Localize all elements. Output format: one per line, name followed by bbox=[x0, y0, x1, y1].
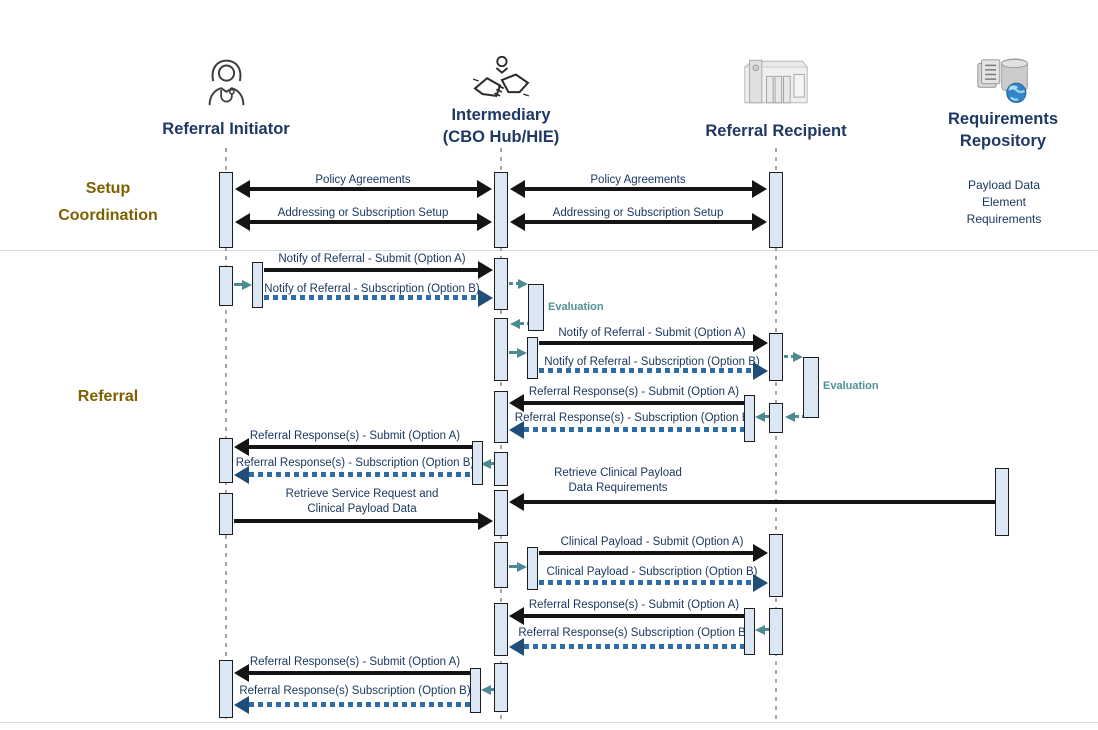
evaluation-request-arrow bbox=[784, 355, 793, 358]
actor-label-intermediary: Intermediary bbox=[451, 106, 551, 124]
addressing-setup-arrow bbox=[525, 220, 752, 224]
activation-box bbox=[769, 608, 783, 655]
section-separator bbox=[0, 250, 1098, 251]
payload-data-note: Payload Data Element Requirements bbox=[966, 178, 1042, 226]
activation-box bbox=[494, 172, 508, 248]
building-icon bbox=[744, 59, 808, 104]
evaluation-box bbox=[803, 357, 819, 418]
activation-box bbox=[219, 172, 233, 248]
message-label: Referral Response(s) - Submit (Option A) bbox=[249, 430, 461, 442]
internal-handoff-arrow bbox=[491, 462, 495, 465]
activation-box bbox=[995, 468, 1009, 536]
actor-label-requirements-repository: Requirements bbox=[947, 110, 1059, 128]
internal-handoff-arrow bbox=[765, 415, 770, 418]
message-label: Clinical Payload - Subscription (Option … bbox=[546, 566, 758, 578]
message-label: Clinical Payload - Submit (Option A) bbox=[560, 536, 744, 548]
activation-box bbox=[494, 391, 508, 443]
message-label: Referral Response(s) Subscription (Optio… bbox=[518, 627, 750, 639]
response-subscription-arrow bbox=[249, 702, 470, 707]
clinical-payload-subscription-arrow bbox=[539, 580, 753, 585]
section-label-referral: Referral bbox=[77, 388, 139, 405]
retrieve-requirements-arrow bbox=[524, 500, 995, 504]
notify-submit-arrow bbox=[539, 341, 753, 345]
notify-subscription-arrow bbox=[539, 368, 753, 373]
message-label: Referral Response(s) - Subscription (Opt… bbox=[235, 457, 475, 469]
repository-icon bbox=[977, 58, 1028, 103]
response-subscription-arrow bbox=[249, 472, 472, 477]
message-label: Notify of Referral - Subscription (Optio… bbox=[264, 283, 480, 295]
notify-subscription-arrow bbox=[264, 295, 478, 300]
message-label: Referral Response(s) - Submit (Option A) bbox=[249, 656, 461, 668]
lifeline-referral-recipient bbox=[775, 148, 777, 722]
activation-box bbox=[219, 438, 233, 483]
response-submit-arrow bbox=[524, 614, 744, 618]
message-label: Notify of Referral - Subscription (Optio… bbox=[544, 356, 760, 368]
message-label: Referral Response(s) Subscription (Optio… bbox=[239, 685, 471, 697]
lifeline-referral-initiator bbox=[225, 148, 227, 722]
section-separator bbox=[0, 722, 1098, 723]
message-label: Policy Agreements bbox=[315, 174, 411, 186]
activation-box bbox=[769, 403, 783, 433]
activation-box bbox=[744, 395, 755, 442]
message-label: Addressing or Subscription Setup bbox=[552, 207, 724, 219]
activation-box bbox=[769, 534, 783, 597]
evaluation-return-arrow bbox=[795, 415, 803, 418]
activation-box bbox=[744, 608, 755, 655]
message-label: Referral Response(s) - Subscription (Opt… bbox=[514, 412, 754, 424]
activation-box bbox=[219, 493, 233, 535]
activation-box bbox=[494, 603, 508, 656]
handshake-icon bbox=[472, 55, 530, 97]
evaluation-label: Evaluation bbox=[823, 380, 879, 392]
actor-sublabel-intermediary: (CBO Hub/HIE) bbox=[442, 128, 560, 146]
activation-box bbox=[769, 333, 783, 381]
message-label: Addressing or Subscription Setup bbox=[277, 207, 449, 219]
response-subscription-arrow bbox=[524, 644, 744, 649]
activation-box bbox=[494, 542, 508, 588]
activation-box bbox=[472, 441, 483, 485]
message-label: Retrieve Service Request and Clinical Pa… bbox=[285, 488, 439, 515]
actor-label-referral-recipient: Referral Recipient bbox=[705, 122, 847, 140]
response-submit-arrow bbox=[249, 671, 470, 675]
activation-box bbox=[527, 547, 538, 590]
section-label-setup-coordination: Setup Coordination bbox=[58, 180, 158, 224]
evaluation-request-arrow bbox=[509, 282, 518, 285]
actor-label-referral-initiator: Referral Initiator bbox=[162, 120, 290, 138]
clinical-payload-submit-arrow bbox=[539, 551, 753, 555]
response-submit-arrow bbox=[524, 401, 744, 405]
internal-handoff-arrow bbox=[491, 688, 495, 691]
activation-box bbox=[527, 337, 538, 379]
response-submit-arrow bbox=[249, 445, 472, 449]
internal-handoff-arrow bbox=[234, 283, 242, 286]
activation-box bbox=[494, 663, 508, 712]
message-label: Retrieve Clinical Payload Data Requireme… bbox=[554, 467, 682, 494]
evaluation-box bbox=[528, 284, 544, 331]
activation-box bbox=[494, 490, 508, 536]
message-label: Notify of Referral - Submit (Option A) bbox=[558, 327, 746, 339]
activation-box bbox=[494, 258, 508, 310]
activation-box bbox=[494, 318, 508, 381]
message-label: Referral Response(s) - Submit (Option A) bbox=[528, 599, 740, 611]
response-subscription-arrow bbox=[524, 427, 744, 432]
activation-box bbox=[494, 452, 508, 486]
evaluation-label: Evaluation bbox=[548, 301, 604, 313]
policy-agreements-arrow bbox=[525, 187, 752, 191]
message-label: Policy Agreements bbox=[590, 174, 686, 186]
internal-handoff-arrow bbox=[509, 565, 517, 568]
internal-handoff-arrow bbox=[765, 628, 770, 631]
internal-handoff-arrow bbox=[509, 351, 517, 354]
message-label: Referral Response(s) - Submit (Option A) bbox=[528, 386, 740, 398]
activation-box bbox=[252, 262, 263, 308]
activation-box bbox=[219, 660, 233, 718]
actor-sublabel-requirements-repository: Repository bbox=[959, 132, 1047, 150]
clinician-icon bbox=[208, 59, 245, 106]
evaluation-return-arrow bbox=[520, 322, 528, 325]
activation-box bbox=[219, 266, 233, 306]
policy-agreements-arrow bbox=[250, 187, 477, 191]
message-label: Notify of Referral - Submit (Option A) bbox=[278, 253, 466, 265]
notify-submit-arrow bbox=[264, 268, 478, 272]
addressing-setup-arrow bbox=[250, 220, 477, 224]
retrieve-service-request-arrow bbox=[234, 519, 478, 523]
activation-box bbox=[769, 172, 783, 248]
activation-box bbox=[470, 668, 481, 713]
